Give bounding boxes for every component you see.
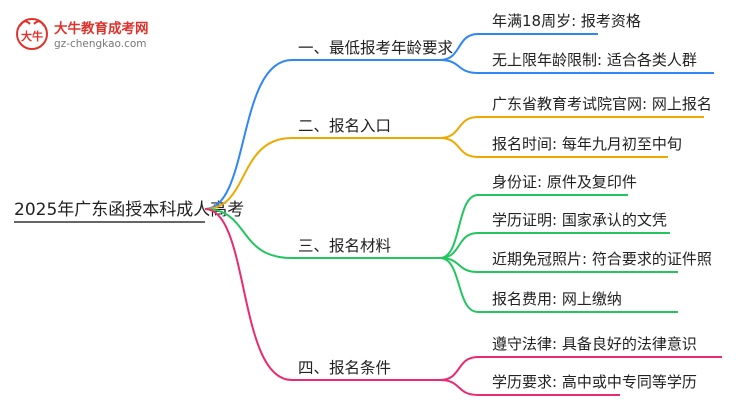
leaf-connector (439, 137, 479, 158)
leaf-label: 身份证: 原件及复印件 (492, 173, 637, 191)
leaf-connector (439, 194, 479, 259)
leaf-label: 报名费用: 网上缴纳 (492, 290, 622, 308)
logo: 大牛 大牛教育成考网 gz-chengkao.com (16, 18, 149, 50)
branch-connector (204, 137, 293, 210)
root-topic: 2025年广东函授本科成人高考 (14, 200, 244, 220)
leaf-connector (439, 116, 479, 139)
logo-mark-text: 大牛 (21, 29, 43, 43)
leaf-label: 遵守法律: 具备良好的法律意识 (492, 335, 697, 353)
leaf-label: 年满18周岁: 报考资格 (492, 12, 641, 30)
branch-label: 四、报名条件 (298, 359, 391, 377)
leaf-connector (439, 257, 479, 313)
branch-connector (204, 208, 293, 259)
leaf-connector (439, 33, 479, 61)
branch-label: 三、报名材料 (298, 237, 391, 255)
leaf-label: 广东省教育考试院官网: 网上报名 (492, 95, 712, 113)
leaf-connector (439, 59, 479, 74)
leaf-connector (439, 379, 479, 396)
branch-connector (204, 59, 293, 210)
leaf-connector (439, 232, 479, 259)
leaf-connector (439, 356, 479, 381)
leaf-label: 近期免冠照片: 符合要求的证件照 (492, 250, 712, 268)
leaf-label: 学历证明: 国家承认的文凭 (492, 211, 667, 229)
branch-label: 二、报名入口 (298, 117, 391, 135)
leaf-label: 学历要求: 高中或中专同等学历 (492, 373, 697, 391)
logo-title: 大牛教育成考网 (54, 20, 149, 37)
logo-url: gz-chengkao.com (54, 38, 147, 50)
branch-label: 一、最低报考年龄要求 (298, 39, 453, 57)
leaf-label: 无上限年龄限制: 适合各类人群 (492, 51, 697, 69)
branch-connector (204, 208, 293, 381)
leaf-label: 报名时间: 每年九月初至中旬 (492, 135, 682, 153)
bull-logo-icon: 大牛 (16, 18, 48, 50)
